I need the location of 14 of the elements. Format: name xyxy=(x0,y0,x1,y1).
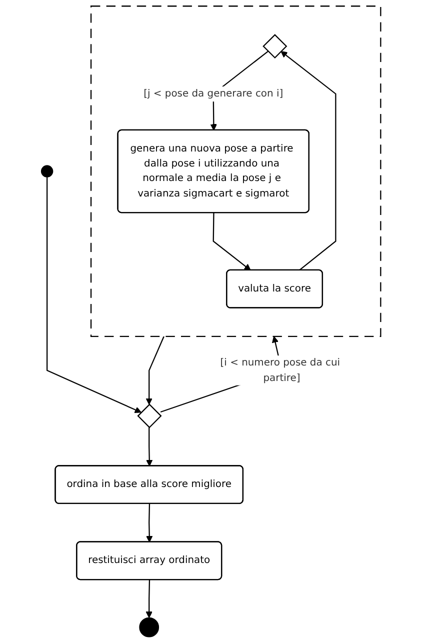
arrow xyxy=(146,580,152,618)
node-diamond xyxy=(137,404,162,428)
arrow xyxy=(212,212,251,271)
node-circle xyxy=(40,165,54,178)
node-circle xyxy=(139,617,160,638)
edge-label: [j < pose da generare con i] xyxy=(144,88,284,100)
arrow xyxy=(146,427,153,466)
cluster xyxy=(90,6,382,337)
arrow xyxy=(146,336,164,405)
arrow xyxy=(146,504,153,542)
arrow xyxy=(46,177,142,413)
arrow xyxy=(280,50,336,271)
node-diamond xyxy=(262,34,288,59)
edge-label: [i < numero pose da cui partire] xyxy=(220,357,340,384)
